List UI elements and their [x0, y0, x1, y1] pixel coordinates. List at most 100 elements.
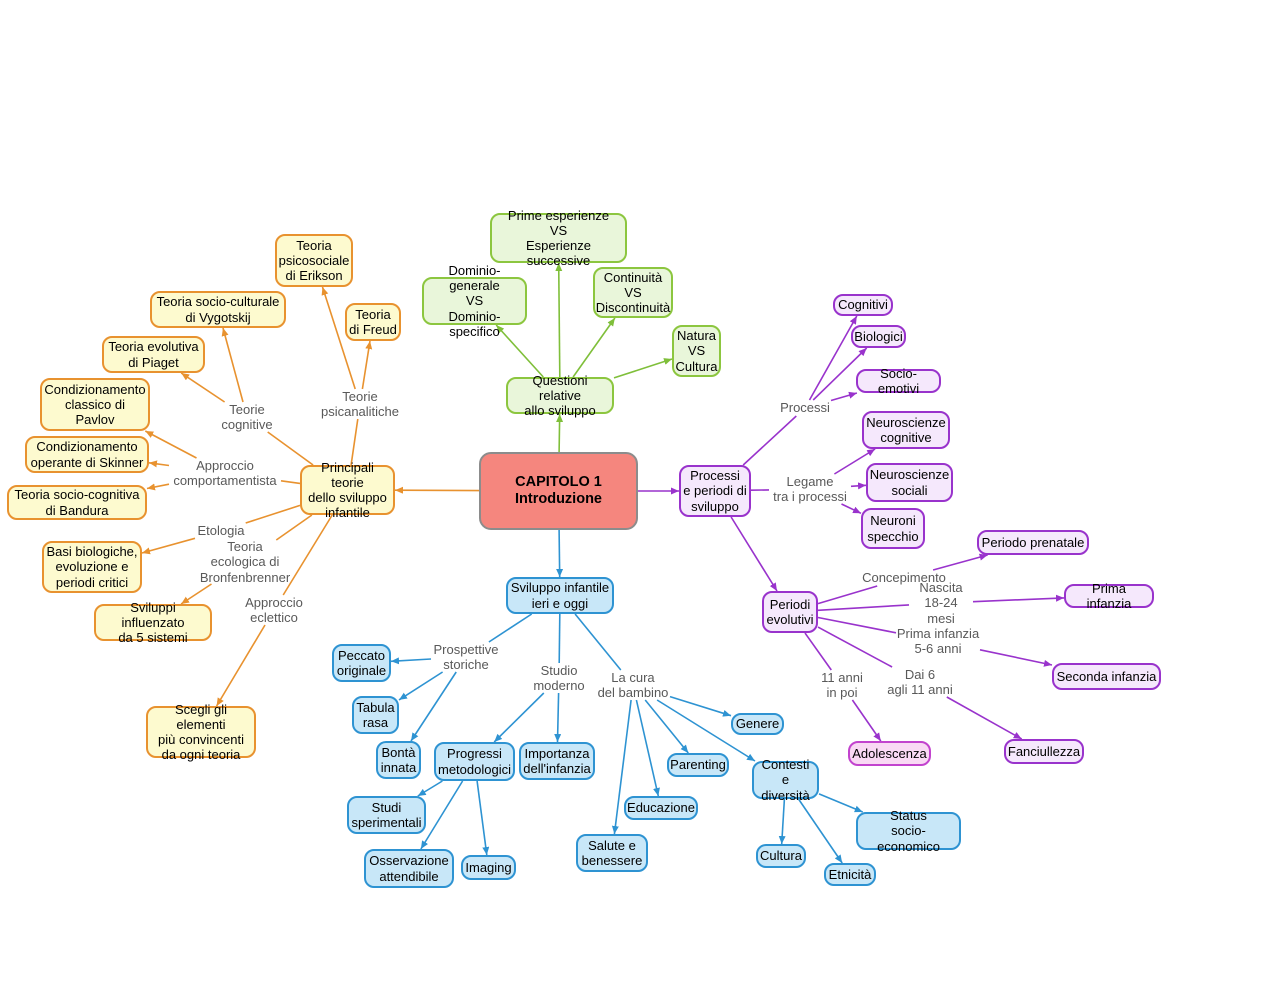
edge-label-l-cognitive[interactable]: Teorie cognitive	[221, 401, 273, 432]
edge-l-etologia-to-basi	[141, 537, 196, 555]
node-peccato[interactable]: Peccato originale	[332, 644, 391, 682]
edge-l-concep-to-periodo-pren	[932, 553, 988, 571]
edge-processi-hub-to-periodi-ev	[730, 516, 778, 592]
node-pavlov[interactable]: Condizionamento classico di Pavlov	[40, 378, 150, 431]
edge-teorie-hub-to-l-eclettico	[282, 514, 333, 596]
edge-label-l-ecologica[interactable]: Teoria ecologica di Bronfenbrenner	[199, 539, 291, 585]
node-etnicita[interactable]: Etnicità	[824, 863, 876, 886]
edge-progressi-to-osservazione	[420, 780, 464, 850]
edge-q-hub-to-prime	[555, 262, 563, 378]
edge-label-l-comport[interactable]: Approccio comportamentista	[173, 457, 277, 488]
node-prima-inf[interactable]: Prima infanzia	[1064, 581, 1154, 611]
edge-label-l-cura[interactable]: La cura del bambino	[597, 669, 669, 700]
node-seconda-inf[interactable]: Seconda infanzia	[1052, 663, 1161, 690]
node-genere[interactable]: Genere	[731, 713, 784, 735]
node-bonta[interactable]: Bontà innata	[376, 741, 421, 779]
node-status[interactable]: Status socio-economico	[856, 808, 961, 854]
edge-label-l-priminf[interactable]: Prima infanzia 5-6 anni	[896, 625, 980, 656]
edge-label-l-studio[interactable]: Studio moderno	[533, 662, 585, 693]
node-natura[interactable]: Natura VS Cultura	[672, 325, 721, 377]
edge-label-l-nascita[interactable]: Nascita 18-24 mesi	[919, 580, 963, 626]
edge-l-eclettico-to-scegli	[215, 624, 266, 707]
node-periodo-pren[interactable]: Periodo prenatale	[977, 530, 1089, 555]
node-sviluppi5[interactable]: Sviluppi influenzato da 5 sistemi	[94, 600, 212, 645]
edge-label-l-legame[interactable]: Legame tra i processi	[773, 473, 847, 504]
edge-l-studio-to-importanza	[554, 692, 562, 743]
edge-processi-hub-to-l-processi	[742, 415, 797, 466]
edge-contesti-to-cultura	[778, 798, 786, 845]
node-skinner[interactable]: Condizionamento operante di Skinner	[25, 436, 149, 473]
node-scegli[interactable]: Scegli gli elementi più convincenti da o…	[146, 702, 256, 762]
node-tabula[interactable]: Tabula rasa	[352, 696, 399, 734]
edge-teorie-hub-to-l-psican	[350, 418, 359, 466]
node-prime[interactable]: Prime esperienze VS Esperienze successiv…	[490, 208, 627, 268]
node-neuro-cog[interactable]: Neuroscienze cognitive	[862, 411, 950, 449]
node-neuro-soc[interactable]: Neuroscienze sociali	[866, 463, 953, 502]
node-importanza[interactable]: Importanza dell'infanzia	[519, 742, 595, 780]
node-processi-hub[interactable]: Processi e periodi di sviluppo	[679, 465, 751, 517]
edge-l-11anni-to-adolescenza	[851, 699, 882, 742]
edge-label-l-dai6[interactable]: Dai 6 agli 11 anni	[887, 666, 953, 697]
node-salute[interactable]: Salute e benessere	[576, 834, 648, 872]
node-center[interactable]: CAPITOLO 1 Introduzione	[479, 452, 638, 530]
node-parenting[interactable]: Parenting	[667, 753, 729, 777]
edge-l-nascita-to-prima-inf	[972, 594, 1065, 603]
edge-center-to-sviluppo-hub	[556, 529, 564, 578]
node-bandura[interactable]: Teoria socio-cognitiva di Bandura	[7, 485, 147, 520]
edge-l-psican-to-freud	[361, 340, 373, 390]
edge-label-l-11anni[interactable]: 11 anni in poi	[821, 669, 863, 700]
node-biologici[interactable]: Biologici	[851, 325, 906, 348]
edge-l-cura-to-parenting	[644, 699, 689, 754]
node-teorie-hub[interactable]: Principali teorie dello sviluppo infanti…	[300, 460, 395, 520]
edge-teorie-hub-to-l-ecologica	[275, 514, 313, 541]
edge-l-cura-to-salute	[611, 699, 632, 835]
edge-label-l-etologia[interactable]: Etologia	[197, 523, 245, 539]
edge-teorie-hub-to-l-comport	[280, 480, 301, 485]
edge-l-cura-to-educazione	[635, 699, 660, 797]
node-freud[interactable]: Teoria di Freud	[345, 303, 401, 341]
node-periodi-ev[interactable]: Periodi evolutivi	[762, 591, 818, 633]
node-continuita[interactable]: Continuità VS Discontinuità	[593, 267, 673, 318]
node-progressi[interactable]: Progressi metodologici	[434, 742, 515, 781]
edge-l-legame-to-neuro-soc	[850, 482, 867, 490]
node-piaget[interactable]: Teoria evolutiva di Piaget	[102, 336, 205, 373]
edge-periodi-ev-to-l-dai6	[817, 626, 893, 668]
node-adolescenza[interactable]: Adolescenza	[848, 741, 931, 766]
node-contesti[interactable]: Contesti e diversità	[752, 757, 819, 803]
edge-label-l-processi[interactable]: Processi	[780, 400, 830, 416]
node-q-hub[interactable]: Questioni relative allo sviluppo	[506, 373, 614, 418]
node-neuroni[interactable]: Neuroni specchio	[861, 508, 925, 549]
edge-center-to-q-hub	[556, 413, 564, 453]
node-osservazione[interactable]: Osservazione attendibile	[364, 849, 454, 888]
edge-sviluppo-hub-to-l-prospettive	[488, 613, 533, 643]
edge-teorie-hub-to-l-etologia	[245, 504, 301, 524]
edge-periodi-ev-to-l-nascita	[817, 604, 910, 612]
edge-contesti-to-status	[818, 793, 864, 813]
node-dominio[interactable]: Dominio-generale VS Dominio-specifico	[422, 263, 527, 339]
edge-l-priminf-to-seconda-inf	[979, 649, 1053, 667]
node-studi[interactable]: Studi sperimentali	[347, 796, 426, 834]
edge-l-prospettive-to-tabula	[398, 671, 444, 701]
node-socio-emotivi[interactable]: Socio-emotivi	[856, 366, 941, 396]
node-basi[interactable]: Basi biologiche, evoluzione e periodi cr…	[42, 541, 142, 593]
node-erikson[interactable]: Teoria psicosociale di Erikson	[275, 234, 353, 287]
edge-label-l-concep[interactable]: Concepimento	[862, 570, 946, 586]
edge-l-dai6-to-fanciullezza	[946, 696, 1023, 740]
edge-label-l-prospettive[interactable]: Prospettive storiche	[433, 641, 499, 672]
edge-l-legame-to-neuroni	[841, 503, 862, 515]
edge-label-l-psican[interactable]: Teorie psicanalitiche	[320, 388, 400, 419]
edge-l-prospettive-to-bonta	[410, 671, 457, 742]
edge-progressi-to-imaging	[476, 780, 490, 856]
edge-l-comport-to-pavlov	[144, 430, 197, 459]
node-imaging[interactable]: Imaging	[461, 855, 516, 880]
node-cognitivi[interactable]: Cognitivi	[833, 294, 893, 316]
edge-teorie-hub-to-l-cognitive	[267, 431, 314, 466]
node-educazione[interactable]: Educazione	[624, 796, 698, 820]
node-vygotskij[interactable]: Teoria socio-culturale di Vygotskij	[150, 291, 286, 328]
node-fanciullezza[interactable]: Fanciullezza	[1004, 739, 1084, 764]
edge-periodi-ev-to-l-concep	[817, 585, 878, 605]
node-sviluppo-hub[interactable]: Sviluppo infantile ieri e oggi	[506, 577, 614, 614]
node-cultura[interactable]: Cultura	[756, 844, 806, 868]
edge-label-l-eclettico[interactable]: Approccio eclettico	[245, 594, 303, 625]
